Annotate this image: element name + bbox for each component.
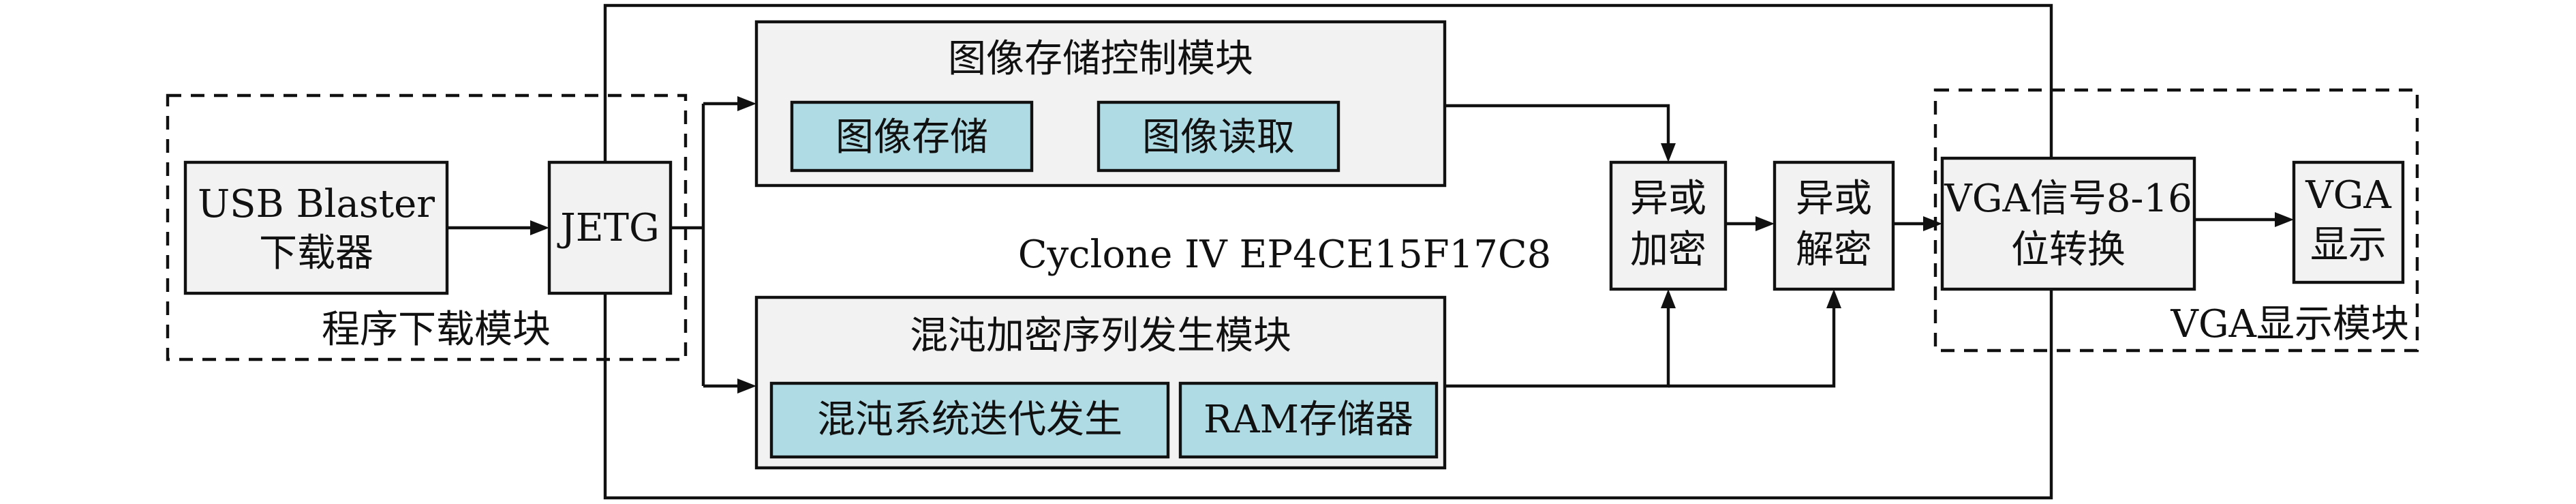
usb-to-jetg-arrowhead: [530, 220, 549, 235]
xor-decrypt-line2: 解密: [1796, 228, 1872, 272]
xor-decrypt-box: [1773, 160, 1895, 291]
usb-blaster-box: [183, 160, 449, 295]
image-to-xor-wire: [1445, 104, 1670, 146]
xor-encrypt-line1: 异或: [1630, 177, 1706, 221]
image-store-box: [790, 100, 1034, 173]
image-to-xor-arrowhead: [1661, 143, 1676, 162]
usb-blaster-line1: USB Blaster: [198, 182, 435, 226]
image-read-box: [1097, 100, 1340, 173]
chaos-iter-box: [769, 381, 1170, 459]
vga-convert-line2: 位转换: [2011, 228, 2126, 272]
jetg-to-chaos-arrowhead: [737, 379, 756, 394]
vga-display-line2: 显示: [2310, 223, 2387, 267]
usb-blaster-line2: 下载器: [259, 231, 373, 276]
vga-display-box: [2292, 160, 2405, 284]
vga-convert-to-display-arrowhead: [2275, 212, 2294, 227]
chaos-to-xor-encrypt-arrowhead: [1661, 289, 1676, 308]
program-download-module-label: 程序下载模块: [322, 308, 551, 352]
ram-label: RAM存储器: [1203, 398, 1413, 442]
chaos-sequence-title: 混沌加密序列发生模块: [910, 314, 1291, 358]
vga-convert-box: [1940, 156, 2196, 291]
image-store-label: 图像存储: [835, 115, 988, 160]
xor-encrypt-box: [1609, 160, 1728, 291]
chaos-to-decrypt-wire: [1668, 306, 1836, 388]
jetg-label: JETG: [557, 206, 659, 250]
jetg-to-image-arrowhead: [737, 96, 756, 111]
xor-decrypt-line1: 异或: [1796, 177, 1872, 221]
vga-display-module-label: VGA显示模块: [2170, 302, 2409, 346]
vga-convert-line1: VGA信号8-16: [1944, 177, 2192, 221]
encrypt-to-decrypt-arrowhead: [1755, 216, 1775, 231]
image-storage-control-title: 图像存储控制模块: [948, 37, 1253, 81]
xor-encrypt-line2: 加密: [1630, 228, 1706, 272]
image-read-label: 图像读取: [1142, 115, 1295, 160]
ram-box: [1178, 381, 1439, 459]
decrypt-to-vga-arrowhead: [1923, 216, 1942, 231]
chaos-iter-label: 混沌系统迭代发生: [817, 398, 1122, 442]
vga-display-module-boundary: [1933, 88, 2419, 353]
vga-display-line1: VGA: [2305, 173, 2391, 218]
chaos-to-xor-wire: [1445, 306, 1670, 388]
chaos-to-decrypt-arrowhead: [1826, 289, 1841, 308]
fpga-label: Cyclone IV EP4CE15F17C8: [1018, 233, 1552, 277]
